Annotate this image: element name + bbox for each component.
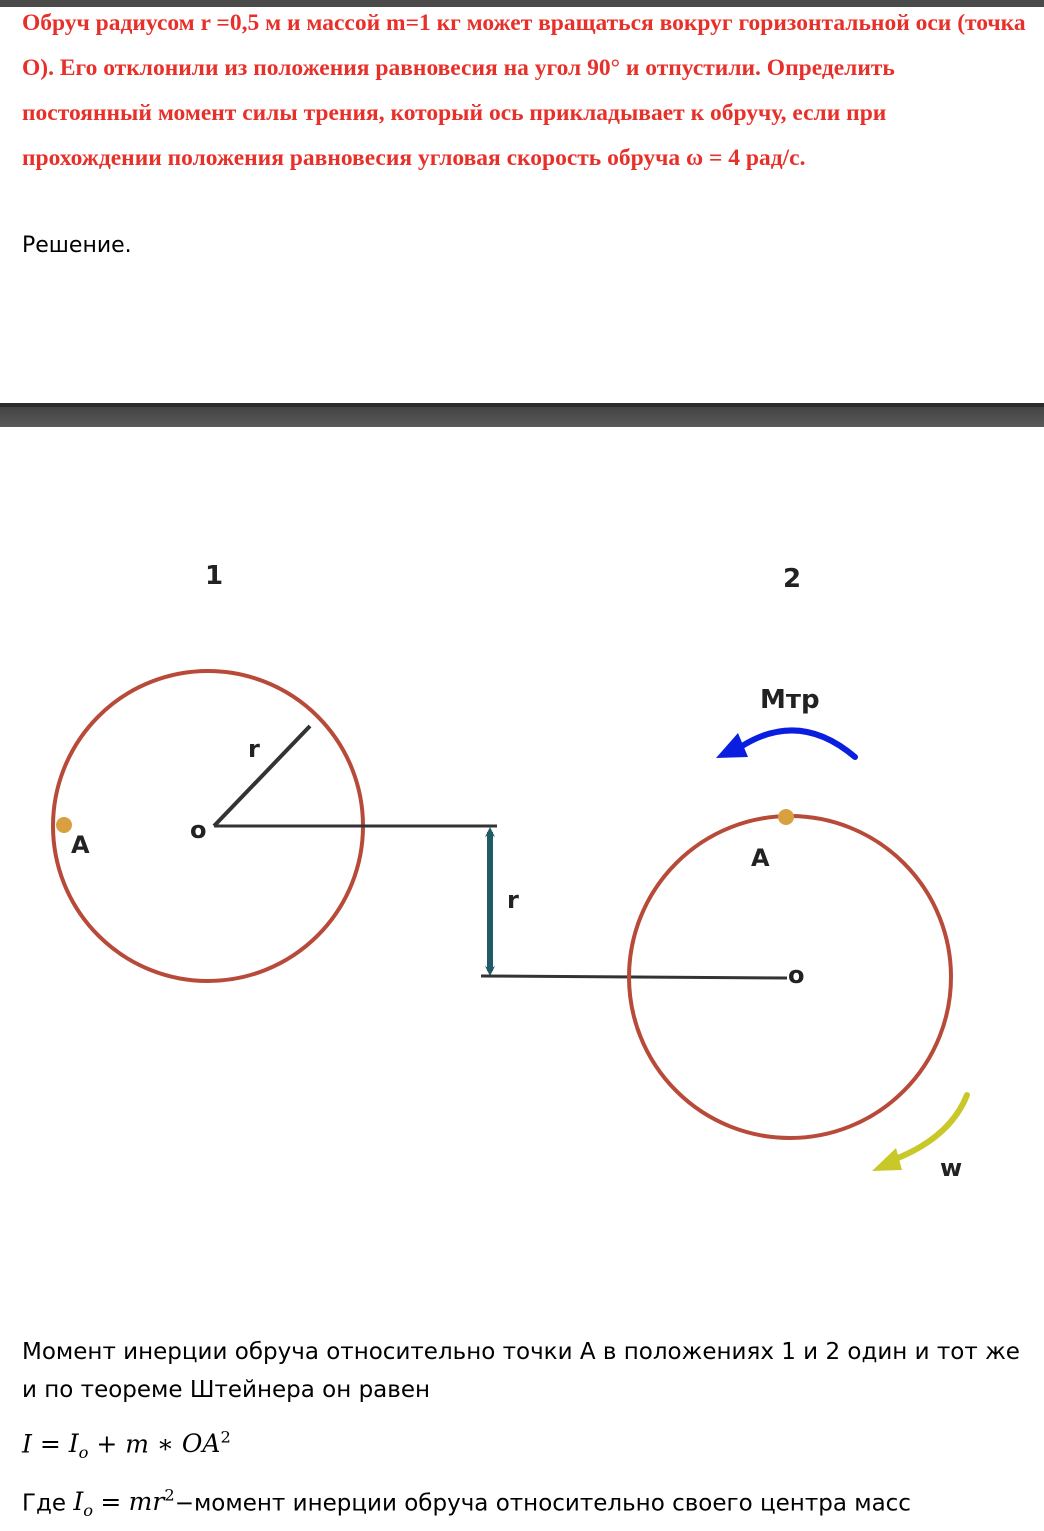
radius-label-1: r (248, 735, 260, 763)
angular-velocity-label: w (940, 1154, 962, 1182)
point-a-1 (56, 817, 72, 833)
steiner-paragraph: Момент инерции обруча относительно точки… (22, 1339, 1020, 1403)
formula-times: ∗ (156, 1429, 174, 1459)
solution-heading: Решение. (22, 233, 132, 258)
problem-statement: Обруч радиусом r =0,5 м и массой m=1 кг … (22, 10, 1026, 171)
offset-radius-label: r (507, 886, 519, 914)
friction-moment-arrow (739, 727, 858, 760)
where-i0: Io (73, 1487, 94, 1521)
where-equals: = (100, 1487, 122, 1517)
position-1-label: 1 (205, 561, 223, 591)
where-prefix: Где (22, 1490, 67, 1517)
angular-velocity-arrow (890, 1092, 970, 1163)
position-2-label: 2 (783, 564, 801, 594)
friction-moment-label: Мтр (760, 685, 820, 715)
point-a-2 (778, 809, 794, 825)
top-page-edge (0, 0, 1044, 7)
where-suffix: −момент инерции обруча относительно свое… (174, 1490, 911, 1517)
point-o-label-2: o (788, 961, 805, 989)
formula-i: I (22, 1429, 32, 1459)
formula-i0: Io (68, 1429, 89, 1463)
formula-plus: + (96, 1429, 118, 1459)
page-separator (0, 403, 1044, 427)
point-o-label-1: o (190, 816, 207, 844)
hoop-diagram: 1 r A o r 2 Мтр A o w (51, 561, 970, 1182)
where-mr2: mr2 (128, 1486, 175, 1517)
formula-equals: = (39, 1429, 61, 1459)
radius-line-1 (212, 724, 312, 828)
axis-line-2 (480, 974, 788, 980)
point-a-label-2: A (751, 844, 770, 872)
angular-velocity-arrow-head (872, 1148, 902, 1171)
formula-oa: OA2 (181, 1428, 231, 1459)
formula-m: m (125, 1429, 150, 1459)
friction-arrow-head (716, 733, 748, 758)
point-a-label-1: A (71, 831, 90, 859)
steiner-formula: I = Io + m ∗ OA2 (22, 1428, 231, 1462)
where-line: Где Io = mr2−момент инерции обруча относ… (22, 1486, 911, 1520)
